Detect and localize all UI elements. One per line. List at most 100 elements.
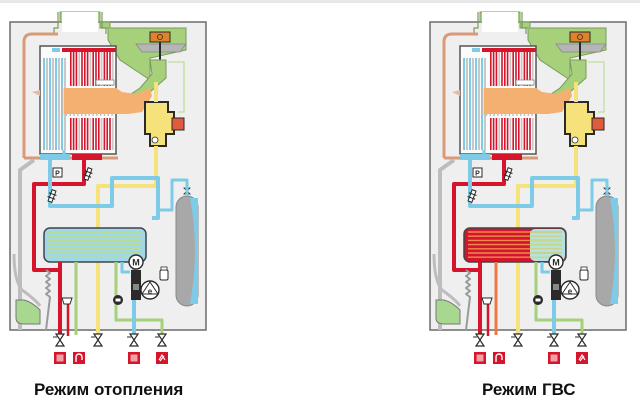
- valve-body-icon: [54, 333, 66, 347]
- pressure-sensor-label: P: [475, 171, 480, 178]
- valve-body-icon: [576, 333, 588, 347]
- ignition-electrode: [95, 79, 115, 86]
- exchanger-fin-hot-top: [75, 52, 78, 86]
- exchanger-fin-hot-top: [495, 52, 498, 86]
- exchanger-fin-hot-top: [84, 52, 86, 86]
- exchanger-fin-hot-bottom: [515, 118, 517, 150]
- top-edge: [0, 0, 640, 3]
- heating-return-badge: [128, 352, 140, 364]
- exchanger-fin-grey: [482, 88, 484, 116]
- exchanger-fin-cold: [46, 58, 48, 150]
- exchanger-fin-hot-bottom: [501, 118, 503, 150]
- exchanger-fin-cold: [49, 58, 51, 150]
- pump-label: e: [568, 287, 573, 296]
- valve-body-icon: [156, 333, 168, 347]
- expansion-vessel-water: [610, 198, 618, 304]
- gas-valve: [144, 101, 185, 147]
- exchanger-fin-hot-top: [506, 52, 509, 86]
- gas-valve-body: [564, 101, 595, 147]
- flow-sensor-window: [115, 298, 121, 302]
- exchanger-header-hot: [482, 48, 536, 52]
- cold-water-pipe: [114, 262, 164, 335]
- gas-flame-icon: [158, 353, 166, 362]
- exchanger-fin-hot-bottom: [81, 118, 83, 150]
- exchanger-fin-cold: [466, 58, 468, 150]
- thermistor-body-icon: [47, 189, 57, 203]
- exchanger-fin-hot-bottom: [490, 118, 492, 150]
- vessel-pipe: [580, 178, 609, 212]
- heating-flow-badge: [474, 352, 486, 364]
- radiator-icon: [130, 354, 138, 362]
- exchanger-fin-hot-top: [95, 52, 97, 86]
- air-pressure-line: [588, 61, 605, 113]
- gas-flame-icon: [578, 353, 586, 362]
- radiator-icon: [476, 354, 484, 362]
- fan-motor: [569, 31, 591, 43]
- air-vent-cap-icon: [580, 266, 588, 271]
- caption-heating-mode: Режим отопления: [34, 380, 184, 399]
- exchanger-fin-hot-bottom: [72, 118, 75, 150]
- heating-return-upper: [468, 160, 580, 220]
- exchanger-fin-hot-top: [92, 52, 94, 86]
- dhw-plate-exchanger: [43, 227, 147, 263]
- heating-flow-pipe: [452, 160, 506, 335]
- exchanger-fin-hot-bottom: [84, 118, 86, 150]
- fan-motor: [149, 31, 171, 43]
- valve-body-icon: [548, 333, 560, 347]
- exchanger-fin-hot-top: [86, 52, 89, 86]
- thermistor-body-icon: [503, 167, 513, 181]
- heating-return-badge: [548, 352, 560, 364]
- exchanger-fin-hot-bottom: [518, 118, 520, 150]
- motor-label: M: [132, 258, 140, 268]
- motor-label: M: [552, 258, 560, 268]
- boiler-schematic-svg: MeP: [9, 11, 207, 364]
- exchanger-fin-hot-bottom: [98, 118, 100, 150]
- dhw-plate-exchanger: [463, 227, 567, 263]
- valve-cartridge: [133, 284, 139, 290]
- exchanger-fin-cold: [43, 58, 45, 150]
- gas-inlet-badge: [576, 352, 588, 364]
- heating-flow-header: [492, 154, 522, 160]
- boiler-schematic-svg: Me P: [429, 11, 627, 364]
- exchanger-fin-cold: [475, 58, 477, 150]
- condensate-trap: [15, 299, 41, 325]
- chamber-insulation: [442, 32, 478, 158]
- condensate-pipe: [432, 253, 462, 307]
- exchanger-fin-hot-top: [106, 52, 108, 86]
- shutoff-valve-icon: [91, 333, 104, 347]
- exchanger-fin-hot-top: [518, 52, 520, 86]
- bypass-blue: [120, 262, 130, 274]
- safety-valve-icon: [481, 297, 493, 305]
- flow-thermistor-icon: [503, 167, 513, 181]
- exchanger-fin-hot-top: [109, 52, 111, 86]
- safety-valve-icon: [61, 297, 73, 305]
- condensate-trap: [435, 299, 461, 325]
- exchanger-fin-hot-bottom: [498, 118, 500, 150]
- exchanger-fin-hot-bottom: [492, 118, 495, 150]
- valve-body-icon: [474, 333, 486, 347]
- pressure-sensor: [52, 167, 63, 178]
- exchanger-fin-cold: [58, 58, 60, 150]
- flue-collar: [53, 12, 107, 34]
- gas-valve-modulator-icon: [571, 136, 579, 144]
- exchanger-fin-hot-top: [112, 52, 114, 86]
- exchanger-fin-hot-bottom: [100, 118, 103, 150]
- thermistor-lead-icon: [503, 174, 512, 178]
- thermistor-lead-icon: [48, 192, 57, 196]
- burner-flame: [64, 88, 152, 114]
- exchanger-fin-hot-bottom: [509, 118, 512, 150]
- hot-water-badge: [493, 352, 505, 364]
- exchanger-fin-hot-bottom: [78, 118, 80, 150]
- exchanger-fin-hot-top: [532, 52, 534, 86]
- heating-return-header: [460, 154, 490, 160]
- pressure-sensor-label: P: [55, 171, 60, 178]
- pump-motor: [128, 254, 144, 270]
- flame-sight-icon: [32, 90, 40, 96]
- heating-flow-pipe: [32, 160, 86, 335]
- thermistor-lead-icon: [83, 174, 92, 178]
- chamber-insulation: [22, 32, 58, 158]
- gas-valve: [564, 101, 605, 147]
- exchanger-fin-hot-top: [103, 52, 106, 86]
- exchanger-fin-hot-top: [81, 52, 83, 86]
